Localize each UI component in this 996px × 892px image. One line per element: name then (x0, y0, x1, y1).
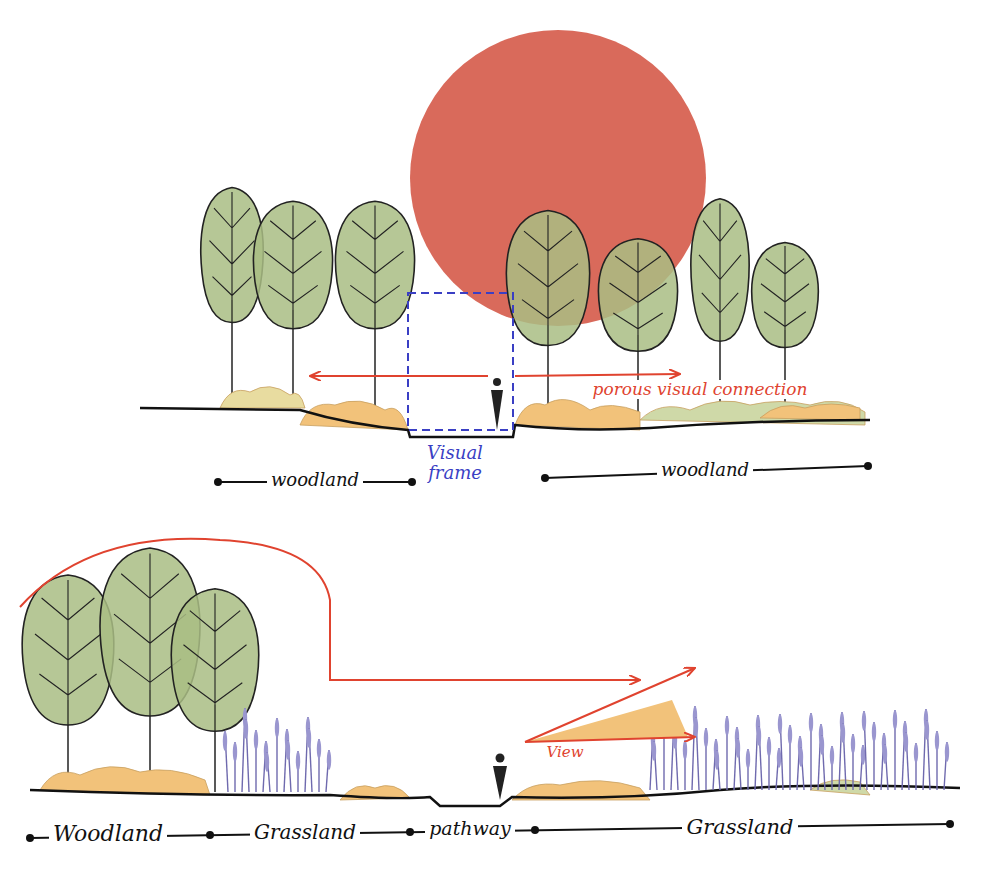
ground-line (30, 785, 960, 806)
grass-seedhead (275, 718, 279, 738)
grass-seedhead (223, 731, 227, 751)
section-label: pathway (425, 818, 515, 839)
section-label: woodland (657, 460, 753, 480)
grass-seedhead (307, 728, 311, 748)
grass-seedhead (736, 738, 740, 758)
grass-seedhead (757, 726, 761, 746)
grass-seedhead (945, 742, 949, 762)
grass-seedhead (788, 725, 792, 745)
grass-seedhead (286, 740, 290, 760)
grass-seedhead (715, 750, 719, 770)
grass-seedhead (725, 716, 729, 736)
grass-seedhead (778, 714, 782, 734)
grass-seedhead (327, 750, 331, 770)
grass-seedhead (914, 743, 918, 763)
grass-seedhead (799, 747, 803, 767)
lavender-grass (223, 706, 949, 792)
grass-seedhead (767, 737, 771, 757)
view-arrows (20, 374, 695, 742)
ground-line (140, 408, 870, 437)
section-label: porous visual connection (589, 380, 812, 399)
zone-bars (30, 466, 950, 838)
grass-seedhead (254, 730, 258, 750)
grass-seedhead (244, 719, 248, 739)
grass-seedhead (904, 732, 908, 752)
grass-seedhead (820, 735, 824, 755)
grass-seedhead (317, 739, 321, 759)
grass-seedhead (233, 742, 237, 762)
visual-frame (408, 293, 513, 430)
grass-seedhead (683, 740, 687, 760)
zone-dots (26, 462, 954, 842)
grass-seedhead (830, 746, 834, 766)
grass-seedhead (925, 720, 929, 740)
grass-seedhead (841, 723, 845, 743)
section-label: Grassland (250, 821, 360, 843)
grass-seedhead (935, 731, 939, 751)
grass-seedhead (265, 752, 269, 772)
section-label: Visual frame (416, 443, 494, 483)
grass-seedhead (851, 734, 855, 754)
grass-seedhead (694, 717, 698, 737)
section-label: View (542, 744, 587, 761)
grass-seedhead (704, 728, 708, 748)
grass-seedhead (862, 711, 866, 731)
grass-seedhead (893, 710, 897, 730)
tree-canopies (22, 188, 818, 732)
section-label: Grassland (682, 816, 797, 839)
section-label: woodland (267, 470, 363, 490)
grass-seedhead (652, 741, 656, 761)
grass-seedhead (883, 744, 887, 764)
grass-seedhead (872, 722, 876, 742)
section-label: Woodland (49, 822, 167, 846)
grass-seedhead (746, 749, 750, 769)
person-figure (491, 378, 507, 800)
grass-seedhead (809, 713, 813, 733)
grass-seedhead (861, 745, 865, 765)
grass-seedhead (296, 751, 300, 771)
grass-seedhead (777, 748, 781, 768)
tree-trunks (68, 300, 785, 792)
